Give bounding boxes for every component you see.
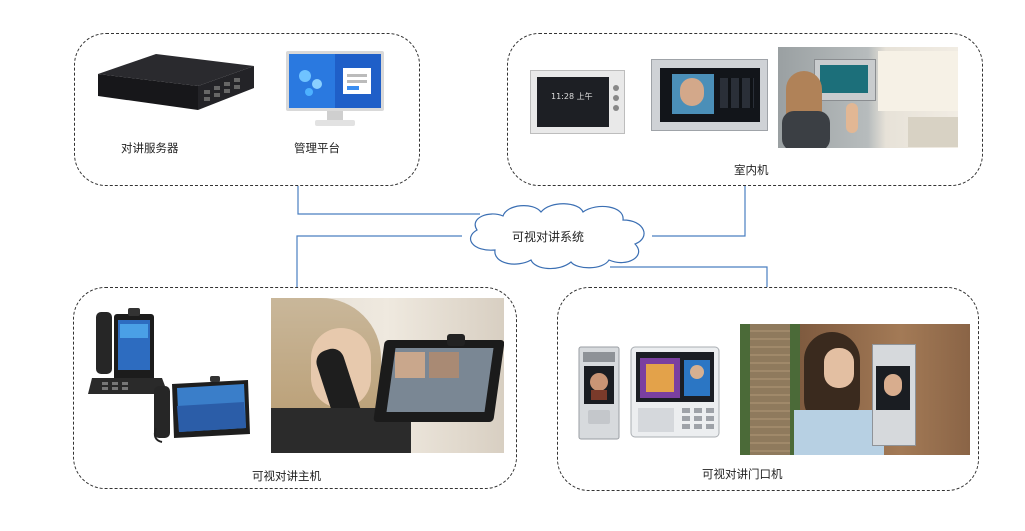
master-scene-photo [271, 298, 504, 453]
management-monitor-image [286, 51, 384, 126]
management-label: 管理平台 [294, 141, 340, 155]
indoor-unit-small-image: 11:28 上午 [530, 70, 625, 134]
connector-door [610, 266, 768, 287]
connector-master [296, 235, 462, 287]
indoor-screen-time: 11:28 上午 [551, 92, 593, 101]
cloud-label: 可视对讲系统 [512, 230, 585, 244]
server-group [74, 33, 420, 186]
indoor-unit-panel-image [651, 59, 768, 131]
master-label: 可视对讲主机 [252, 469, 321, 483]
master-group [73, 287, 517, 489]
master-phone-upright-image [88, 308, 168, 394]
indoor-scene-photo [778, 47, 958, 148]
server-label: 对讲服务器 [121, 141, 179, 155]
server-device-image [98, 54, 254, 110]
door-unit-wide-image [630, 346, 720, 438]
indoor-group [507, 33, 983, 186]
door-unit-narrow-image [578, 346, 620, 440]
door-label: 可视对讲门口机 [702, 467, 783, 481]
connector-server [297, 186, 480, 215]
connector-indoor [652, 186, 746, 237]
door-group [557, 287, 979, 491]
indoor-label: 室内机 [734, 163, 769, 177]
cloud-shape [470, 203, 645, 270]
door-scene-photo [740, 324, 970, 455]
master-phone-tablet-image [153, 376, 250, 443]
